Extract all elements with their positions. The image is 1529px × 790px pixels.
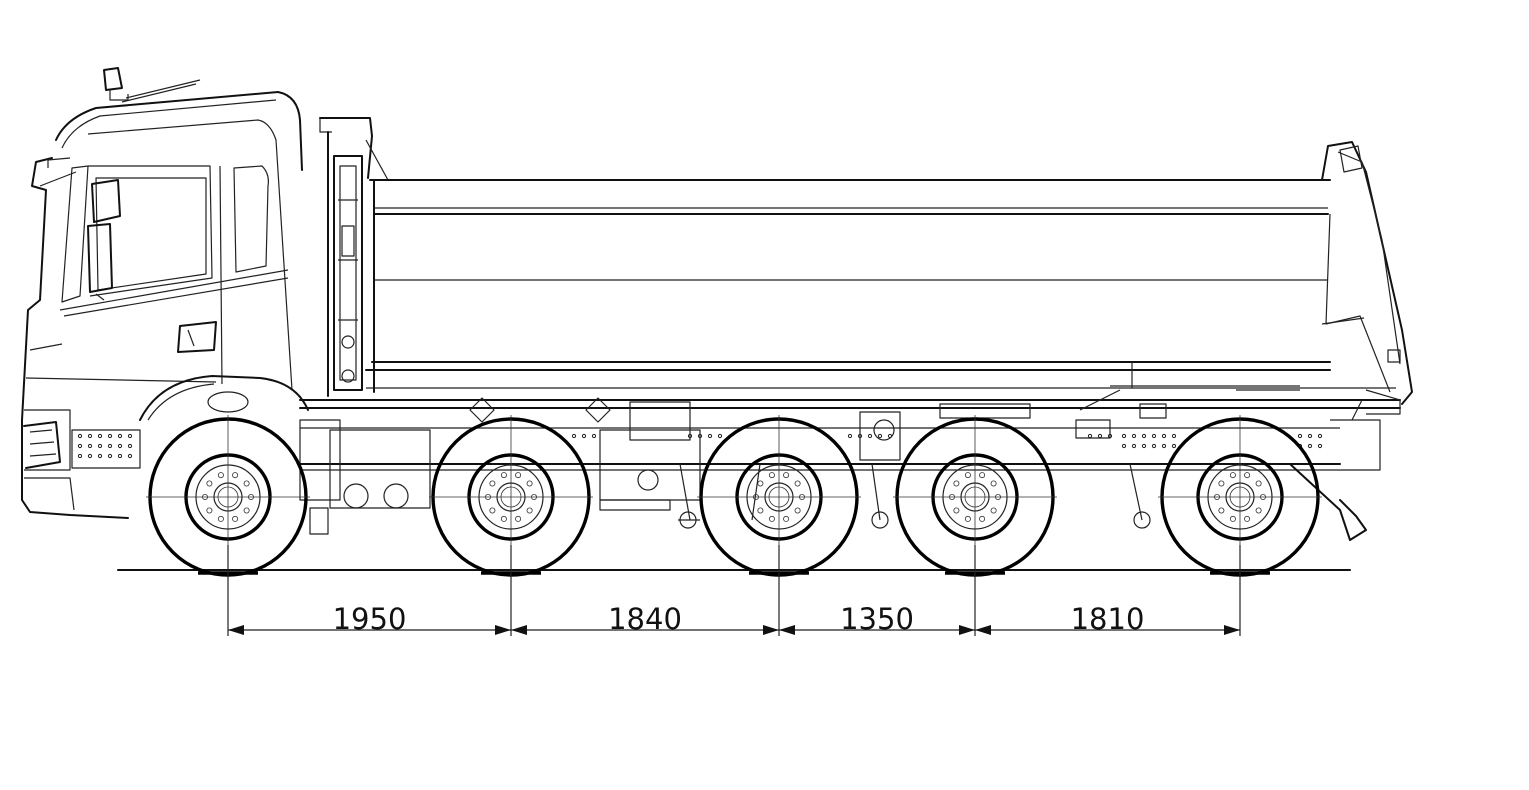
dimension-arrow-right [1224,625,1240,635]
axle-spacing-label: 1840 [608,602,682,636]
axle-spacing-label: 1350 [840,602,914,636]
dimension-arrow-left [511,625,527,635]
axle-dimension-lines: 1950 1840 1350 1810 [227,545,1241,636]
dimension-3: 1350 [779,602,975,636]
chassis-frame [77,389,1401,541]
axle-spacing-label: 1950 [333,602,407,636]
dimension-arrow-right [495,625,511,635]
wheel-3 [697,415,861,577]
tipper-body [365,141,1413,415]
tipping-ram [319,117,389,397]
dimension-arrow-right [763,625,779,635]
wheel-4 [893,415,1057,577]
dimension-2: 1840 [511,602,779,636]
dimension-arrow-left [228,625,244,635]
axle-spacing-label: 1810 [1071,602,1145,636]
wheels-group [146,415,1322,577]
truck-cab [21,67,309,519]
dimension-arrow-left [975,625,991,635]
dimension-4: 1810 [975,602,1240,636]
dimension-arrow-left [779,625,795,635]
dimension-arrow-right [959,625,975,635]
dimension-1: 1950 [228,602,511,636]
